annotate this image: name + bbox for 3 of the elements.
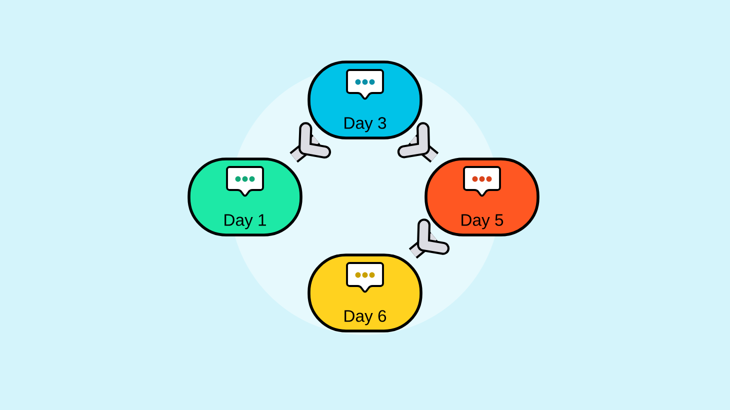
arrow bbox=[397, 122, 439, 163]
arrow bbox=[408, 218, 450, 259]
arrow bbox=[290, 122, 332, 163]
